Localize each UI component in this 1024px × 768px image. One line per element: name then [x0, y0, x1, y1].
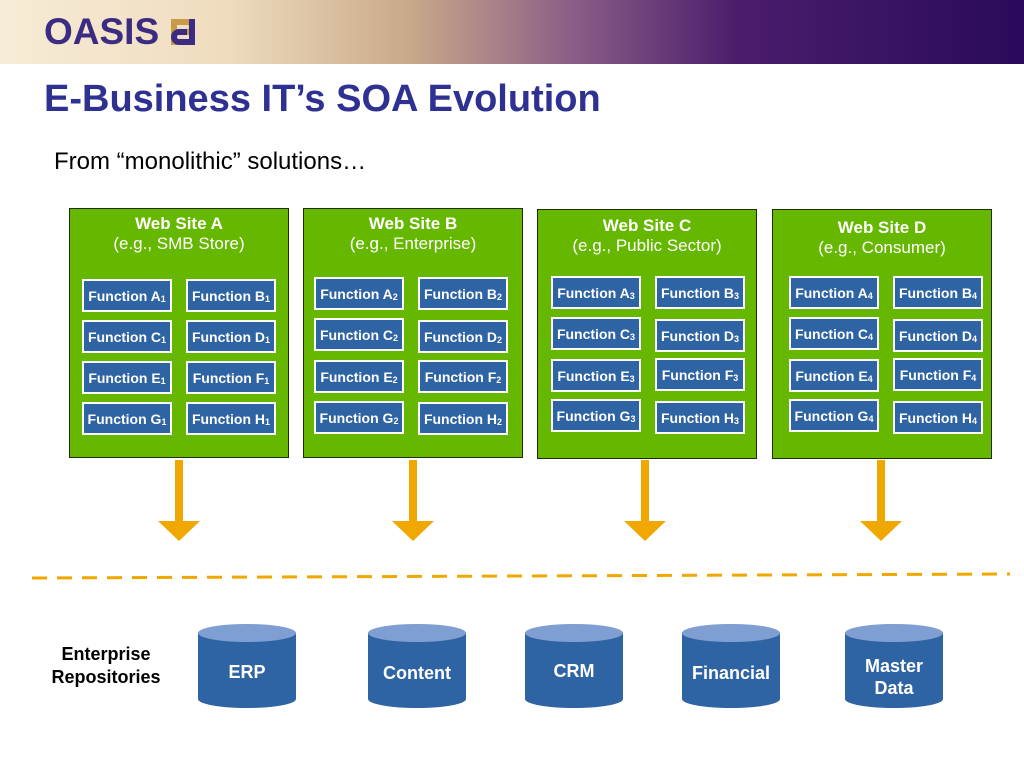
repository-erp-cylinder [198, 624, 296, 708]
slide-title: E-Business IT’s SOA Evolution [44, 78, 601, 120]
arrow-down-a [158, 460, 200, 541]
site-name: Web Site A [135, 214, 223, 233]
arrow-down-b [392, 460, 434, 541]
repository-master-data-cylinder [845, 624, 943, 708]
repository-crm-label: CRM [553, 661, 595, 681]
logo-text: OASIS [44, 11, 160, 52]
enterprise-repositories-label: Enterprise Repositories [51, 644, 161, 687]
repository-financial-cylinder [682, 624, 780, 708]
site-name: Web Site C [602, 216, 692, 235]
repository-content-cylinder [368, 624, 466, 708]
site-name: Web Site D [837, 218, 927, 237]
web-site-b-box: Web Site B (e.g., Enterprise) Function A… [303, 208, 523, 458]
site-description: (e.g., Consumer) [818, 238, 946, 257]
repository-erp-label: ERP [228, 662, 266, 682]
repository-crm-cylinder [525, 624, 623, 708]
arrow-down-d [860, 460, 902, 541]
repository-content-label: Content [383, 663, 451, 683]
site-description: (e.g., Public Sector) [572, 236, 722, 255]
web-site-c-box: Web Site C (e.g., Public Sector) Functio… [537, 209, 757, 459]
header-band [0, 0, 1024, 64]
site-description: (e.g., Enterprise) [349, 234, 477, 253]
slide-subtitle: From “monolithic” solutions… [54, 148, 367, 175]
site-name: Web Site B [368, 214, 458, 233]
oasis-logo-icon [171, 19, 196, 45]
arrow-down-c [624, 460, 666, 541]
oasis-logo: OASIS [44, 12, 199, 52]
repository-financial-label: Financial [691, 663, 771, 683]
dashed-boundary-line [31, 572, 1011, 580]
repository-master-data-label: Master Data [864, 656, 924, 698]
site-description: (e.g., SMB Store) [113, 234, 245, 253]
